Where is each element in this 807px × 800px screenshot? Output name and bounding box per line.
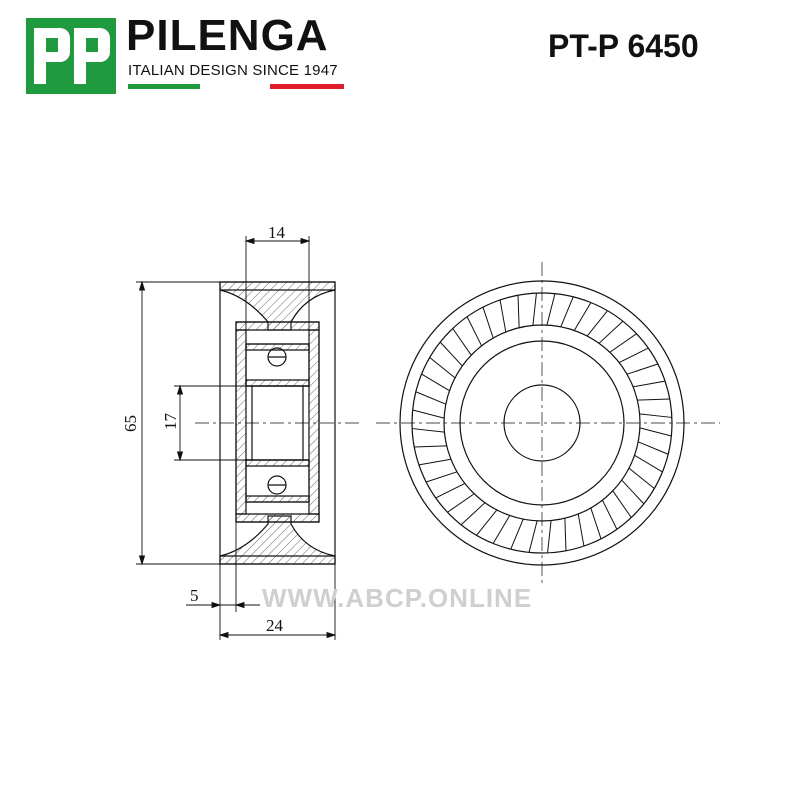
dim-offset: 5 bbox=[190, 586, 199, 605]
dimension-lines bbox=[136, 236, 337, 640]
rib-line bbox=[412, 409, 445, 419]
brand-tagline: ITALIAN DESIGN SINCE 1947 bbox=[128, 62, 338, 79]
rib-pattern bbox=[412, 293, 672, 553]
rib-line bbox=[439, 341, 463, 367]
rib-line bbox=[415, 391, 447, 405]
rib-line bbox=[634, 454, 663, 473]
rib-line bbox=[618, 347, 649, 364]
rib-line bbox=[547, 520, 552, 553]
rib-line bbox=[637, 441, 669, 455]
header: PILENGA ITALIAN DESIGN SINCE 1947 PT-P 6… bbox=[0, 0, 807, 110]
rim-top bbox=[219, 281, 336, 291]
dim-hub-width: 14 bbox=[268, 223, 286, 242]
rib-line bbox=[639, 427, 672, 437]
rib-line bbox=[612, 490, 632, 518]
brand-stripe-green bbox=[128, 84, 200, 89]
rib-line bbox=[601, 499, 618, 530]
section-view bbox=[195, 281, 360, 565]
rib-line bbox=[532, 293, 537, 326]
rib-line bbox=[418, 458, 452, 466]
hub-body bbox=[235, 321, 320, 523]
part-number: PT-P 6450 bbox=[548, 28, 699, 64]
watermark: WWW.ABCP.ONLINE bbox=[262, 583, 532, 613]
brand-name: PILENGA bbox=[126, 11, 329, 60]
rib-line bbox=[626, 363, 658, 375]
rib-line bbox=[492, 515, 511, 544]
rib-line bbox=[412, 428, 445, 433]
rib-line bbox=[560, 296, 574, 328]
rib-line bbox=[482, 307, 494, 339]
rib-line bbox=[476, 509, 498, 536]
rib-line bbox=[598, 320, 624, 344]
rib-line bbox=[564, 518, 567, 551]
pilenga-qp-logo-icon bbox=[26, 18, 116, 94]
rib-line bbox=[466, 316, 483, 347]
rib-line bbox=[435, 482, 466, 499]
rib-line bbox=[447, 493, 475, 513]
rib-line bbox=[452, 328, 472, 356]
rib-line bbox=[517, 295, 520, 328]
rib-line bbox=[573, 302, 592, 331]
dim-total-width: 24 bbox=[266, 616, 284, 635]
rib-line bbox=[429, 357, 456, 379]
rib-line bbox=[590, 507, 602, 539]
rib-line bbox=[510, 518, 524, 550]
dim-outer-diameter: 65 bbox=[121, 415, 140, 432]
rib-line bbox=[628, 467, 655, 489]
rib-line bbox=[426, 471, 458, 483]
rim-bottom bbox=[219, 555, 336, 565]
rib-line bbox=[637, 398, 670, 401]
front-view bbox=[376, 262, 720, 586]
rib-line bbox=[546, 293, 556, 326]
rib-line bbox=[609, 333, 637, 353]
rib-line bbox=[460, 502, 486, 526]
rib-line bbox=[639, 413, 672, 418]
brand-stripe-red bbox=[270, 84, 344, 89]
rib-line bbox=[586, 310, 608, 337]
rib-line bbox=[577, 513, 585, 547]
rib-line bbox=[414, 445, 447, 448]
rib-line bbox=[632, 380, 666, 388]
rib-line bbox=[528, 520, 538, 553]
rib-line bbox=[421, 373, 450, 392]
dim-bore-diameter: 17 bbox=[161, 413, 180, 431]
rib-line bbox=[499, 299, 507, 333]
rib-line bbox=[621, 479, 645, 505]
